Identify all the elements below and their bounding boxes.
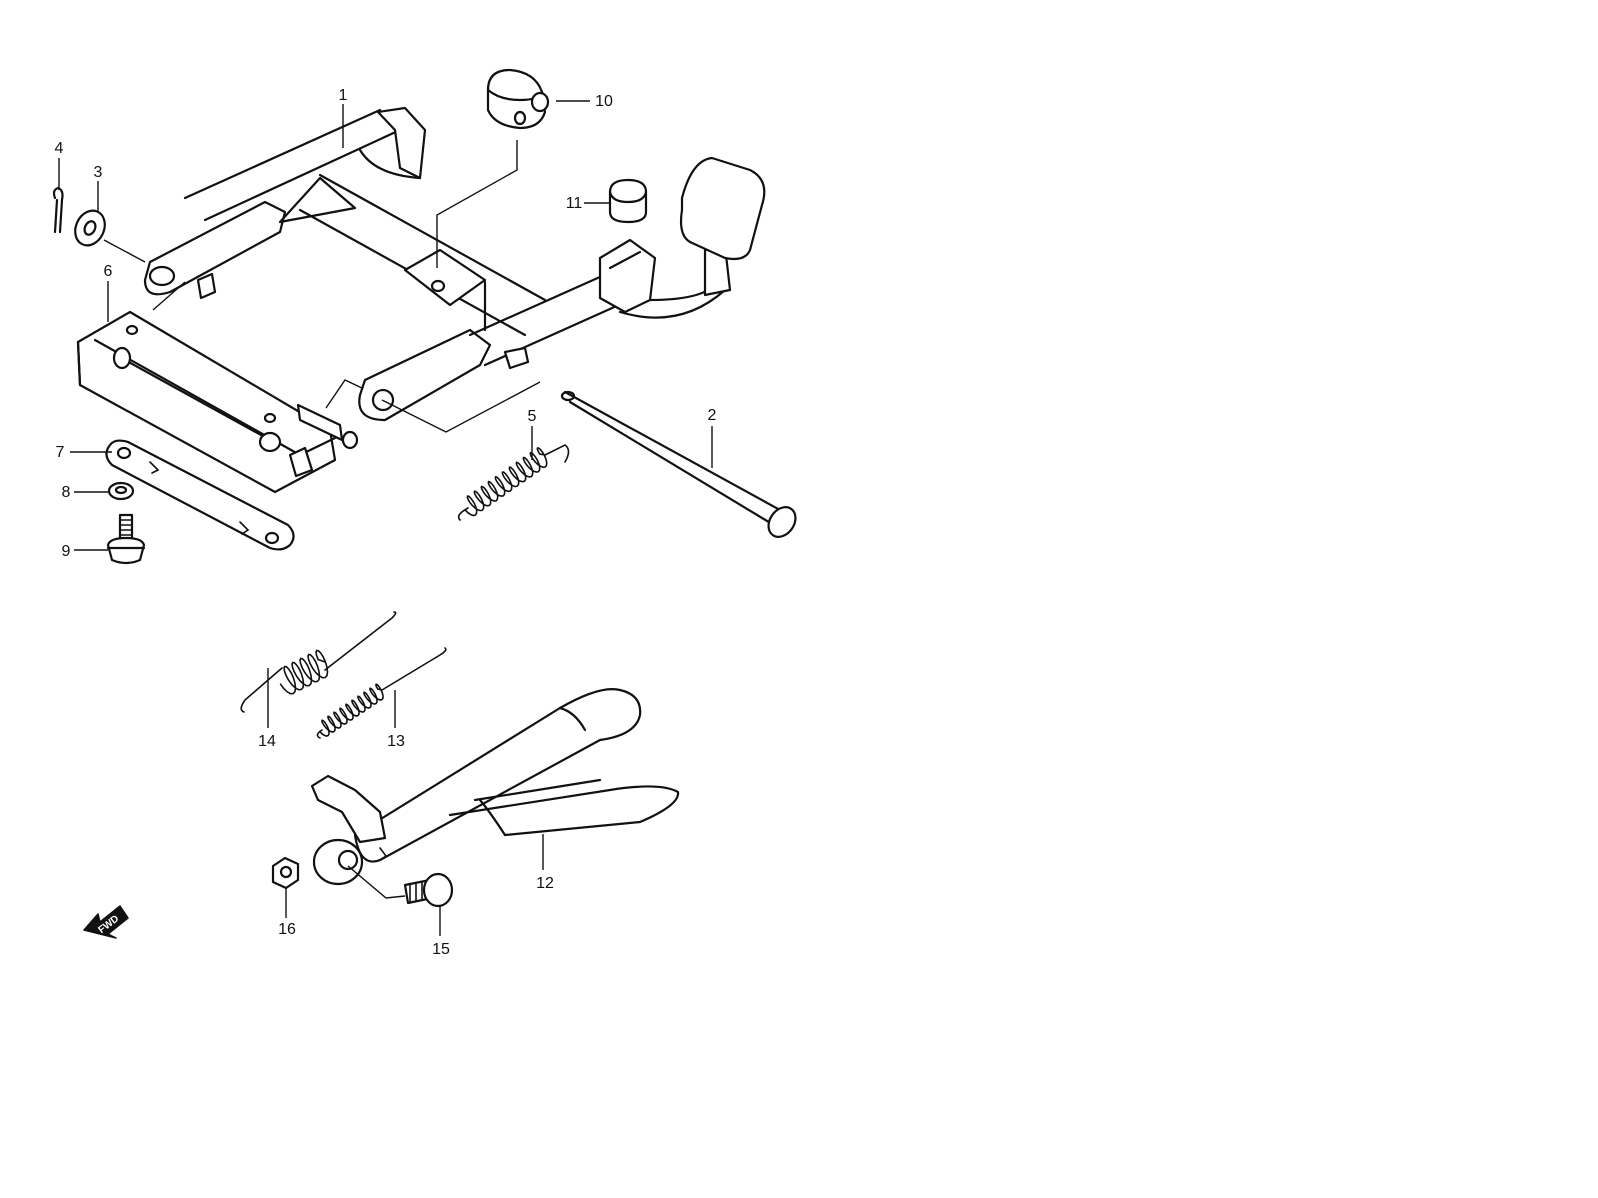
callout-6: 6 bbox=[104, 263, 113, 280]
part-6-stand-bracket[interactable] bbox=[76, 310, 359, 494]
part-1-center-stand[interactable] bbox=[143, 106, 766, 422]
callout-12: 12 bbox=[536, 875, 554, 892]
callout-3: 3 bbox=[94, 164, 103, 181]
part-2-pivot-shaft[interactable] bbox=[560, 390, 801, 542]
part-13-spring[interactable] bbox=[316, 647, 447, 739]
callout-8: 8 bbox=[62, 484, 71, 501]
callout-14: 14 bbox=[258, 733, 276, 750]
forward-direction-arrow-icon: FWD bbox=[83, 905, 129, 939]
part-4-cotter-pin[interactable] bbox=[52, 186, 64, 234]
callout-5: 5 bbox=[528, 408, 537, 425]
part-10-bushing[interactable] bbox=[486, 68, 550, 130]
leader-lines bbox=[58, 100, 713, 936]
part-11-rubber-stop[interactable] bbox=[608, 178, 648, 224]
callout-11: 11 bbox=[566, 195, 583, 212]
part-9-bolt[interactable] bbox=[106, 513, 146, 565]
callout-1: 1 bbox=[339, 87, 348, 104]
part-5-spring[interactable] bbox=[457, 444, 570, 521]
callout-9: 9 bbox=[62, 543, 71, 560]
callout-15: 15 bbox=[432, 941, 450, 958]
callout-7: 7 bbox=[56, 444, 65, 461]
callout-4: 4 bbox=[55, 140, 64, 157]
callout-16: 16 bbox=[278, 921, 296, 938]
callout-10: 10 bbox=[595, 93, 613, 110]
part-8-washer[interactable] bbox=[107, 481, 135, 501]
part-14-spring[interactable] bbox=[240, 611, 397, 713]
callout-13: 13 bbox=[387, 733, 405, 750]
callout-2: 2 bbox=[708, 407, 717, 424]
part-3-washer[interactable] bbox=[70, 206, 111, 250]
part-16-nut[interactable] bbox=[271, 856, 300, 890]
part-7-stop-plate[interactable] bbox=[105, 439, 295, 551]
part-12-side-stand[interactable] bbox=[310, 688, 680, 886]
part-15-pivot-bolt[interactable] bbox=[403, 872, 454, 908]
callout-labels: 1 2 3 4 5 6 7 8 9 10 11 12 13 14 15 16 bbox=[55, 87, 717, 958]
